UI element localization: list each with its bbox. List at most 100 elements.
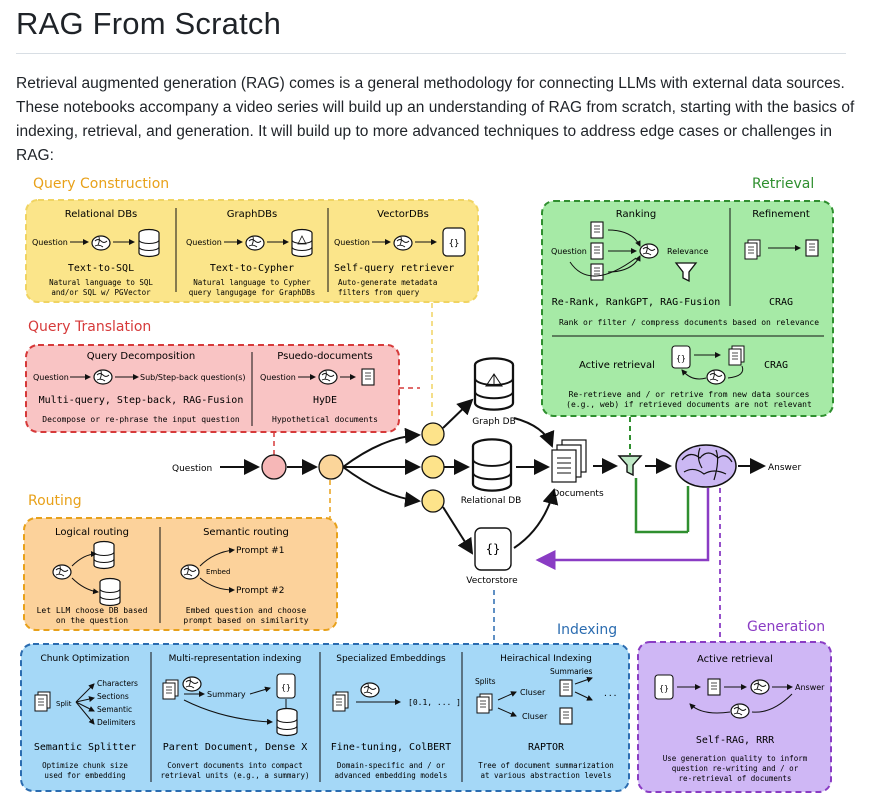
hypothetical-document-icon	[361, 368, 375, 386]
generation-vs-icon-glyph: {}	[659, 684, 669, 693]
embed-label: Embed	[206, 568, 230, 576]
multi-vs-icon-glyph: {}	[281, 683, 291, 692]
document-icon	[590, 263, 604, 281]
active-vs-icon-glyph: {}	[676, 354, 686, 363]
ranking-question-label: Question	[551, 247, 587, 256]
llm-brain-icon	[675, 444, 737, 488]
generation-title: Generation	[747, 619, 825, 635]
embedding-vector-label: [0.1, ... ]	[408, 698, 461, 707]
answer-label: Answer	[768, 463, 801, 473]
hierarchical-indexing-heading: Heirachical Indexing	[500, 654, 592, 664]
vectorstore-icon-glyph: {}	[486, 542, 500, 556]
semantic-routing-desc-1: Embed question and choose	[186, 606, 307, 615]
graph-db-label: Graph DB	[472, 417, 516, 427]
retrieval-section: Retrieval Ranking Question Relevance Re-…	[541, 176, 834, 417]
db-option-icon	[93, 540, 115, 570]
delimiters-label: Delimiters	[97, 718, 136, 727]
generation-desc-3: re-retrieval of documents	[679, 774, 792, 783]
docstore-icon	[276, 707, 298, 737]
document-icon	[707, 678, 721, 696]
crag-active-label: CRAG	[764, 360, 788, 371]
query-construction-section: Query Construction Relational DBs Questi…	[25, 176, 479, 303]
retrieval-desc-top: Rank or filter / compress documents base…	[559, 318, 819, 327]
graph-db-option-icon	[99, 577, 121, 607]
self-query-desc-1: Auto-generate metadata	[338, 278, 437, 287]
vector-db-icon-glyph: {}	[449, 239, 460, 249]
parent-document-label: Parent Document, Dense X	[163, 742, 308, 753]
documents-stack-icon	[34, 691, 51, 712]
llm-brain-icon	[93, 369, 113, 385]
documents-stack-icon	[162, 679, 179, 700]
semantic-routing-heading: Semantic routing	[203, 527, 289, 538]
graph-db-icon	[291, 228, 313, 258]
multi-desc-2: retrieval units (e.g., a summary)	[160, 771, 309, 780]
vector-db-icon	[442, 227, 466, 257]
graphdbs-heading: GraphDBs	[227, 209, 277, 220]
routing-title: Routing	[28, 493, 82, 509]
hierarchical-desc-1: Tree of document summarization	[478, 761, 613, 770]
raptor-label: RAPTOR	[528, 742, 565, 753]
decomposition-desc: Decompose or re-phrase the input questio…	[42, 415, 240, 424]
semantic-label: Semantic	[97, 705, 132, 714]
specialized-embeddings-heading: Specialized Embeddings	[336, 654, 446, 664]
ellipsis-label: ...	[603, 689, 617, 698]
vectorstore-icon	[654, 674, 674, 700]
query-construction-title: Query Construction	[33, 176, 169, 192]
generation-desc-2: question re-writing and / or	[672, 764, 799, 773]
documents-icon	[551, 449, 577, 483]
prompt-2-label: Prompt #2	[236, 586, 284, 596]
generation-section: Generation Active retrieval {} Answer Se…	[637, 619, 832, 793]
qc-relational-question-label: Question	[32, 238, 68, 247]
filter-funnel-icon	[617, 455, 643, 477]
text-to-sql-desc-2: and/or SQL w/ PGVector	[51, 288, 151, 297]
llm-brain-icon	[750, 679, 770, 695]
vectorstore-icon	[671, 345, 691, 369]
multi-desc-1: Convert documents into compact	[167, 761, 302, 770]
characters-label: Characters	[97, 679, 138, 688]
llm-brain-icon	[639, 243, 659, 259]
vectorstore-label: Vectorstore	[466, 576, 518, 586]
relational-db-label: Relational DB	[461, 496, 522, 506]
intro-paragraph: Retrieval augmented generation (RAG) com…	[16, 75, 855, 164]
pseudo-documents-heading: Psuedo-documents	[277, 351, 372, 362]
query-decomposition-heading: Query Decomposition	[87, 351, 195, 362]
cluster-2-label: Cluser	[522, 712, 548, 721]
construction-node-relational	[421, 455, 445, 479]
construction-node-graph	[421, 422, 445, 446]
documents-stack-icon	[476, 693, 493, 714]
llm-brain-icon	[706, 369, 726, 385]
summary-label: Summary	[207, 690, 246, 699]
self-query-retriever-label: Self-query retriever	[334, 263, 454, 274]
text-to-cypher-desc-1: Natural language to Cypher	[193, 278, 311, 287]
routing-section: Routing Logical routing Let LLM choose D…	[23, 493, 338, 631]
self-rag-label: Self-RAG, RRR	[696, 735, 775, 746]
hyde-label: HyDE	[313, 395, 337, 406]
vectordbs-heading: VectorDBs	[377, 209, 429, 220]
hyde-desc: Hypothetical documents	[272, 415, 378, 424]
specialized-desc-1: Domain-specific and / or	[337, 761, 446, 770]
relational-db-icon	[471, 438, 513, 492]
documents-stack-icon	[728, 345, 745, 366]
text-to-sql-label: Text-to-SQL	[68, 263, 134, 274]
grader-brain-icon	[730, 703, 750, 719]
translation-node	[261, 454, 287, 480]
relational-dbs-heading: Relational DBs	[65, 209, 138, 220]
retrieval-title: Retrieval	[752, 176, 814, 192]
fine-tuning-label: Fine-tuning, ColBERT	[331, 742, 451, 753]
vectorstore-icon	[474, 527, 512, 571]
qt-pseudo-question-label: Question	[260, 373, 296, 382]
multi-representation-heading: Multi-representation indexing	[169, 654, 302, 664]
qc-vector-question-label: Question	[334, 238, 370, 247]
center-question-label: Question	[172, 464, 212, 474]
text-to-sql-desc-1: Natural language to SQL	[49, 278, 153, 287]
documents-stack-icon	[744, 239, 761, 260]
logical-routing-desc-1: Let LLM choose DB based	[37, 606, 148, 615]
refinement-heading: Refinement	[752, 209, 810, 220]
cluster-1-label: Cluser	[520, 688, 546, 697]
generation-desc-1: Use generation quality to inform	[663, 754, 808, 763]
sections-label: Sections	[97, 692, 129, 701]
chunk-desc-2: used for embedding	[44, 771, 125, 780]
routing-node	[318, 454, 344, 480]
documents-label: Documents	[552, 489, 604, 499]
